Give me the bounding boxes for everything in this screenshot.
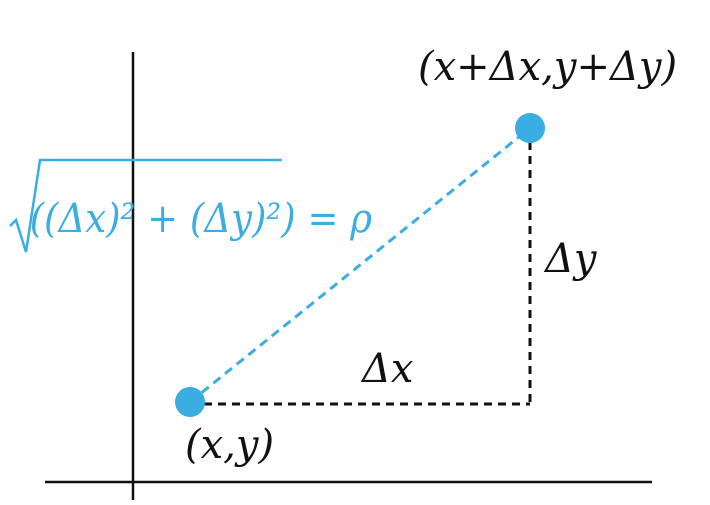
dy-label: Δy	[543, 236, 598, 282]
distance-formula-text: √((Δx)² + (Δy)²) = ρ	[6, 196, 372, 242]
start-point-label: (x,y)	[185, 422, 274, 468]
end-point	[515, 113, 545, 143]
dx-label: Δx	[360, 346, 413, 392]
distance-line	[189, 126, 531, 404]
end-point-label: (x+Δx,y+Δy)	[418, 44, 677, 90]
start-point	[175, 387, 205, 417]
distance-formula: √((Δx)² + (Δy)²) = ρ	[6, 158, 372, 253]
radical-sign	[9, 158, 282, 253]
